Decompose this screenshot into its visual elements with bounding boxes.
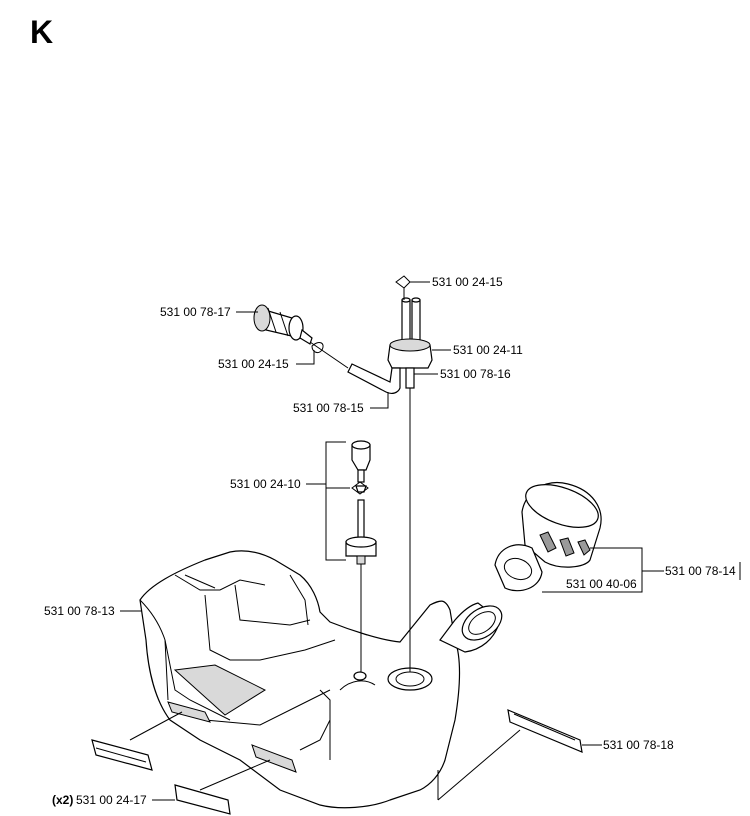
label-fuel-cap: 531 00 78-14: [665, 564, 736, 578]
label-rubber-mount-right: 531 00 78-18: [603, 738, 674, 752]
label-vent-top: 531 00 24-15: [432, 275, 503, 289]
label-tank-vent: 531 00 24-10: [230, 477, 301, 491]
rubber-mount-right-drawing: [507, 709, 583, 753]
rubber-mount-bottom-drawing: [174, 784, 231, 815]
fuel-cap-drawing: [521, 482, 602, 568]
fuel-tank-drawing: [139, 550, 503, 809]
tank-vent-drawing: [345, 440, 377, 672]
rubber-mount-left-drawing: [91, 739, 153, 771]
label-rubber-mount-bottom: 531 00 24-17: [76, 793, 147, 807]
cap-seal-drawing: [494, 544, 543, 592]
label-grommet: 531 00 24-11: [453, 343, 523, 357]
label-fuel-filter: 531 00 78-17: [160, 305, 231, 319]
fuel-filter-drawing: [253, 304, 349, 369]
label-hose-end: 531 00 78-16: [440, 367, 511, 381]
section-letter: K: [30, 14, 54, 50]
label-fuel-hose: 531 00 78-15: [293, 401, 364, 415]
label-clip-left: 531 00 24-15: [218, 357, 289, 371]
fuel-line-drawing: [347, 297, 433, 672]
label-cap-seal: 531 00 40-06: [566, 577, 637, 591]
leader-lines: [120, 281, 741, 801]
label-fuel-tank: 531 00 78-13: [44, 604, 115, 618]
label-qty-prefix: (x2): [52, 793, 73, 807]
